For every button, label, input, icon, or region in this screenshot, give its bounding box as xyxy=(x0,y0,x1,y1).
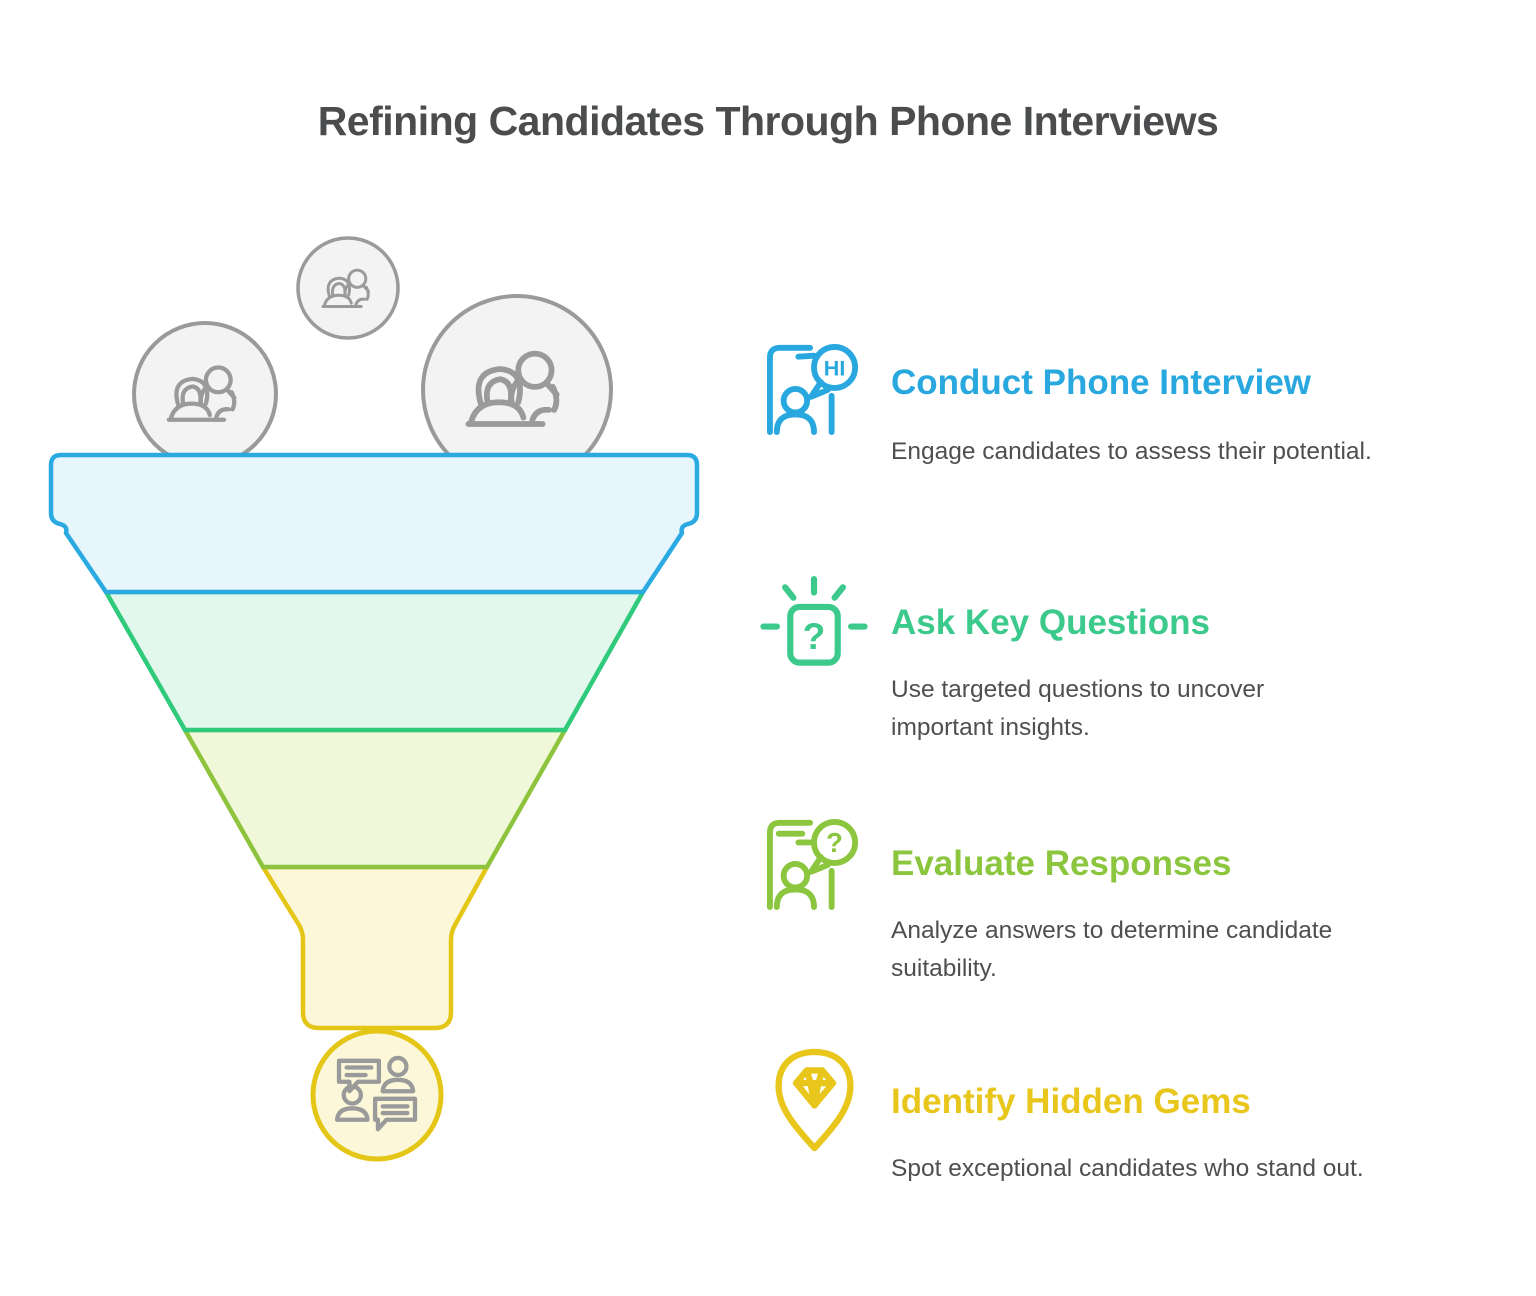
candidate-bubble-medium xyxy=(132,321,278,467)
hi-bubble-text: HI xyxy=(824,356,846,380)
step-title: Evaluate Responses xyxy=(891,844,1232,883)
funnel-diagram xyxy=(48,236,700,1162)
question-card-icon: ? xyxy=(760,576,868,666)
step-description: Engage candidates to assess their potent… xyxy=(891,438,1372,465)
step-title: Conduct Phone Interview xyxy=(891,363,1312,402)
funnel-stage-1 xyxy=(48,452,700,595)
page-title: Refining Candidates Through Phone Interv… xyxy=(317,98,1219,144)
step-title: Identify Hidden Gems xyxy=(891,1082,1251,1121)
funnel-stage-2 xyxy=(103,589,646,733)
funnel-outlet-circle xyxy=(310,1028,444,1162)
candidate-bubble-small xyxy=(296,236,400,340)
gem-pin-icon xyxy=(775,1048,854,1152)
step-description: Use targeted questions to uncover import… xyxy=(891,676,1265,741)
evaluate-responses-icon: ? xyxy=(767,818,859,910)
funnel-stage-3 xyxy=(182,727,568,870)
step-description: Analyze answers to determine candidate s… xyxy=(891,917,1333,982)
step-description: Spot exceptional candidates who stand ou… xyxy=(891,1155,1364,1182)
step-title: Ask Key Questions xyxy=(891,603,1210,642)
question-bubble-text: ? xyxy=(826,827,843,858)
funnel-stage-4 xyxy=(260,864,490,1031)
phone-interview-icon: HI xyxy=(767,343,859,435)
question-mark-text: ? xyxy=(803,615,826,657)
